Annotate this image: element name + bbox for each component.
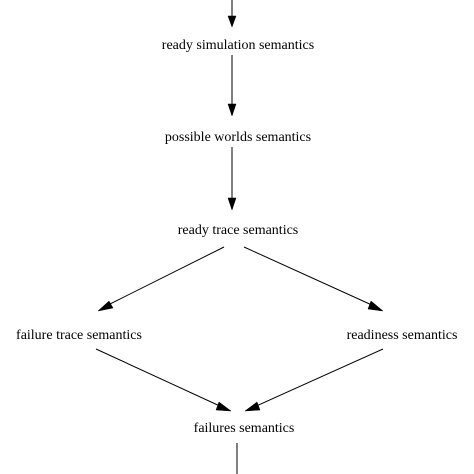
edge-failure-trace-to-failures xyxy=(95,348,232,412)
node-readiness-semantics: readiness semantics xyxy=(347,328,458,343)
edge-readiness-to-failures xyxy=(244,348,384,412)
edge-ready-simulation-to-possible-worlds xyxy=(227,55,237,117)
edges xyxy=(95,0,384,474)
nodes: ready simulation semantics possible worl… xyxy=(16,38,457,436)
edge-ready-trace-to-readiness xyxy=(243,246,384,312)
edge-ready-trace-to-failure-trace xyxy=(97,246,225,312)
node-failure-trace-semantics: failure trace semantics xyxy=(16,328,142,343)
node-ready-simulation-semantics: ready simulation semantics xyxy=(162,38,314,53)
node-failures-semantics: failures semantics xyxy=(194,421,295,436)
node-ready-trace-semantics: ready trace semantics xyxy=(178,223,299,238)
node-possible-worlds-semantics: possible worlds semantics xyxy=(165,130,311,145)
edge-top-to-ready-simulation xyxy=(227,0,237,28)
edge-possible-worlds-to-ready-trace xyxy=(227,147,237,211)
